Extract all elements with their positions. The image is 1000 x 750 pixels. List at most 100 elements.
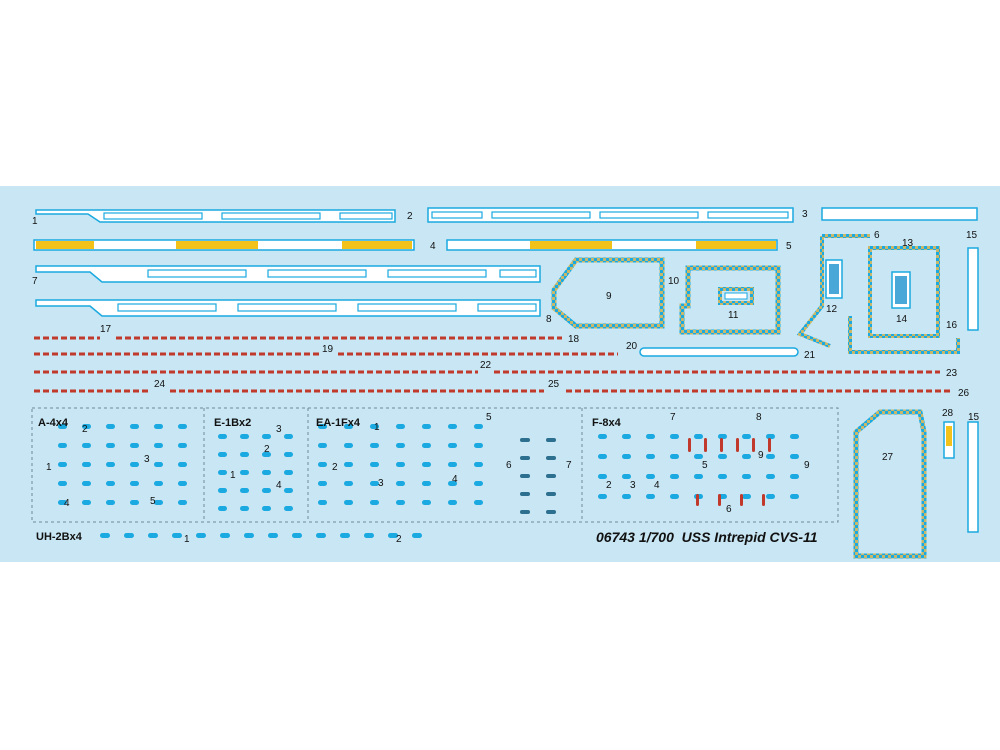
- marking-dot: [100, 533, 110, 538]
- marking-dot: [318, 481, 327, 486]
- label-20: 20: [626, 341, 638, 352]
- marking-dot: [448, 462, 457, 467]
- decal-8: [35, 299, 541, 317]
- marking-dot: [124, 533, 134, 538]
- marking-dot: [694, 474, 703, 479]
- marking-dot: [218, 452, 227, 457]
- marking-dot: [106, 443, 115, 448]
- marking-dot: [670, 474, 679, 479]
- f8-num-6: 6: [726, 504, 732, 515]
- marking-dot: [370, 462, 379, 467]
- label-12: 12: [826, 304, 838, 315]
- marking-dot: [396, 500, 405, 505]
- marking-dot: [396, 462, 405, 467]
- marking-dot: [718, 454, 727, 459]
- marking-dot: [370, 424, 379, 429]
- marking-dot: [284, 470, 293, 475]
- marking-dot: [240, 470, 249, 475]
- marking-dot: [546, 474, 556, 478]
- marking-dot: [766, 474, 775, 479]
- marking-dot: [422, 443, 431, 448]
- a4-num-3: 3: [144, 454, 150, 465]
- marking-dot: [318, 462, 327, 467]
- marking-dot: [742, 434, 751, 439]
- f8-num-8: 8: [756, 412, 762, 423]
- marking-dot: [598, 494, 607, 499]
- marking-dot: [598, 454, 607, 459]
- marking-dot: [688, 438, 691, 452]
- decal-artwork: 1 2 3 4 5 6 7 8 9 10 11 12 13 14 15 16 1…: [31, 207, 980, 559]
- ea1f-num-4: 4: [452, 474, 458, 485]
- marking-dot: [694, 434, 703, 439]
- marking-dot: [130, 443, 139, 448]
- marking-dot: [318, 424, 327, 429]
- label-21: 21: [804, 350, 816, 361]
- marking-dot: [316, 533, 326, 538]
- marking-dot: [766, 434, 775, 439]
- f8-num-9: 9: [758, 450, 764, 461]
- marking-dot: [766, 454, 775, 459]
- marking-dot: [412, 533, 422, 538]
- sheet-title: 06743 1/700 USS Intrepid CVS-11: [596, 529, 818, 545]
- label-18: 18: [568, 334, 580, 345]
- ea1f-num-5: 5: [486, 412, 492, 423]
- marking-dot: [82, 481, 91, 486]
- marking-dot: [218, 470, 227, 475]
- marking-dot: [262, 452, 271, 457]
- label-10: 10: [668, 276, 680, 287]
- marking-dot: [82, 443, 91, 448]
- uh2b-num-2: 2: [396, 534, 402, 545]
- f8-num-7: 7: [670, 412, 676, 423]
- marking-dot: [58, 424, 67, 429]
- ea1f-num-3: 3: [378, 478, 384, 489]
- marking-dot: [82, 500, 91, 505]
- ea1f-num-6: 6: [506, 460, 512, 471]
- marking-dot: [448, 481, 457, 486]
- e1b-num-3: 3: [276, 424, 282, 435]
- marking-dot: [448, 500, 457, 505]
- marking-dot: [520, 510, 530, 514]
- marking-dot: [344, 443, 353, 448]
- label-27: 27: [882, 452, 894, 463]
- marking-dot: [696, 494, 699, 506]
- a4-num-2: 2: [82, 424, 88, 435]
- decal-11: [718, 287, 754, 305]
- marking-dot: [106, 424, 115, 429]
- marking-dot: [240, 506, 249, 511]
- decal-3b: [821, 207, 978, 221]
- marking-dot: [598, 474, 607, 479]
- decal-4: [33, 239, 415, 251]
- group-e1b-name: E-1Bx2: [214, 417, 251, 429]
- marking-dot: [130, 462, 139, 467]
- marking-dot: [694, 454, 703, 459]
- marking-dot: [106, 462, 115, 467]
- aircraft-markings: [58, 424, 799, 538]
- ea1f-num-1: 1: [374, 422, 380, 433]
- marking-dot: [58, 443, 67, 448]
- marking-dot: [718, 494, 721, 506]
- marking-dot: [172, 533, 182, 538]
- marking-dot: [284, 434, 293, 439]
- marking-dot: [130, 424, 139, 429]
- decal-15: [967, 247, 979, 331]
- marking-dot: [130, 500, 139, 505]
- label-24: 24: [154, 379, 166, 390]
- marking-dot: [720, 438, 723, 452]
- ea1f-num-7: 7: [566, 460, 572, 471]
- decal-3: [427, 207, 794, 223]
- marking-dot: [344, 424, 353, 429]
- a4-num-1: 1: [46, 462, 52, 473]
- marking-dot: [130, 481, 139, 486]
- marking-dot: [240, 452, 249, 457]
- marking-dot: [546, 492, 556, 496]
- marking-dot: [736, 438, 739, 452]
- marking-dot: [178, 481, 187, 486]
- marking-dot: [718, 474, 727, 479]
- marking-dot: [82, 424, 91, 429]
- label-19: 19: [322, 344, 334, 355]
- marking-dot: [284, 488, 293, 493]
- e1b-num-1: 1: [230, 470, 236, 481]
- marking-dot: [218, 506, 227, 511]
- marking-dot: [284, 506, 293, 511]
- decal-5: [446, 239, 778, 251]
